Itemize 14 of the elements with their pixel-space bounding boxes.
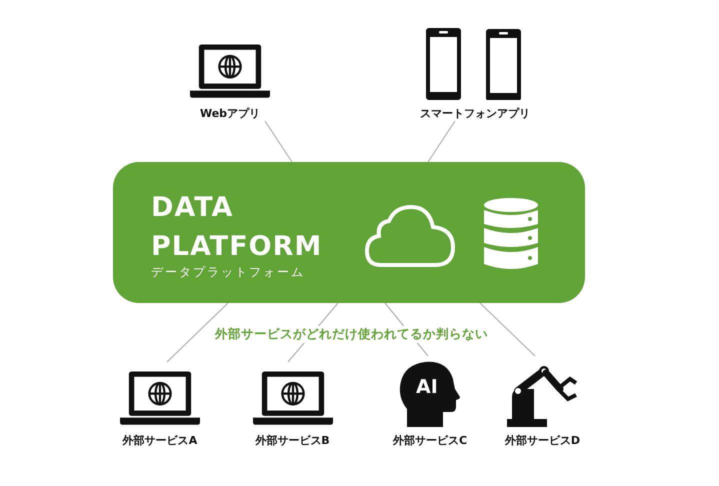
icon-text: AI [416,377,438,397]
node-label: 外部サービスC [392,433,468,448]
node-label: 外部サービスA [122,433,198,448]
platform-panel [113,162,585,303]
connector-line [264,120,292,162]
node-label: Webアプリ [200,106,260,121]
platform-subtitle: データプラットフォーム [151,264,305,281]
connector-line [166,302,228,362]
node-label: スマートフォンアプリ [420,106,530,121]
connector-line [480,302,536,356]
node-label: 外部サービスD [504,433,580,448]
node-label: 外部サービスB [255,433,330,448]
connector-line [428,120,456,162]
platform-title: DATA PLATFORM [151,191,322,264]
